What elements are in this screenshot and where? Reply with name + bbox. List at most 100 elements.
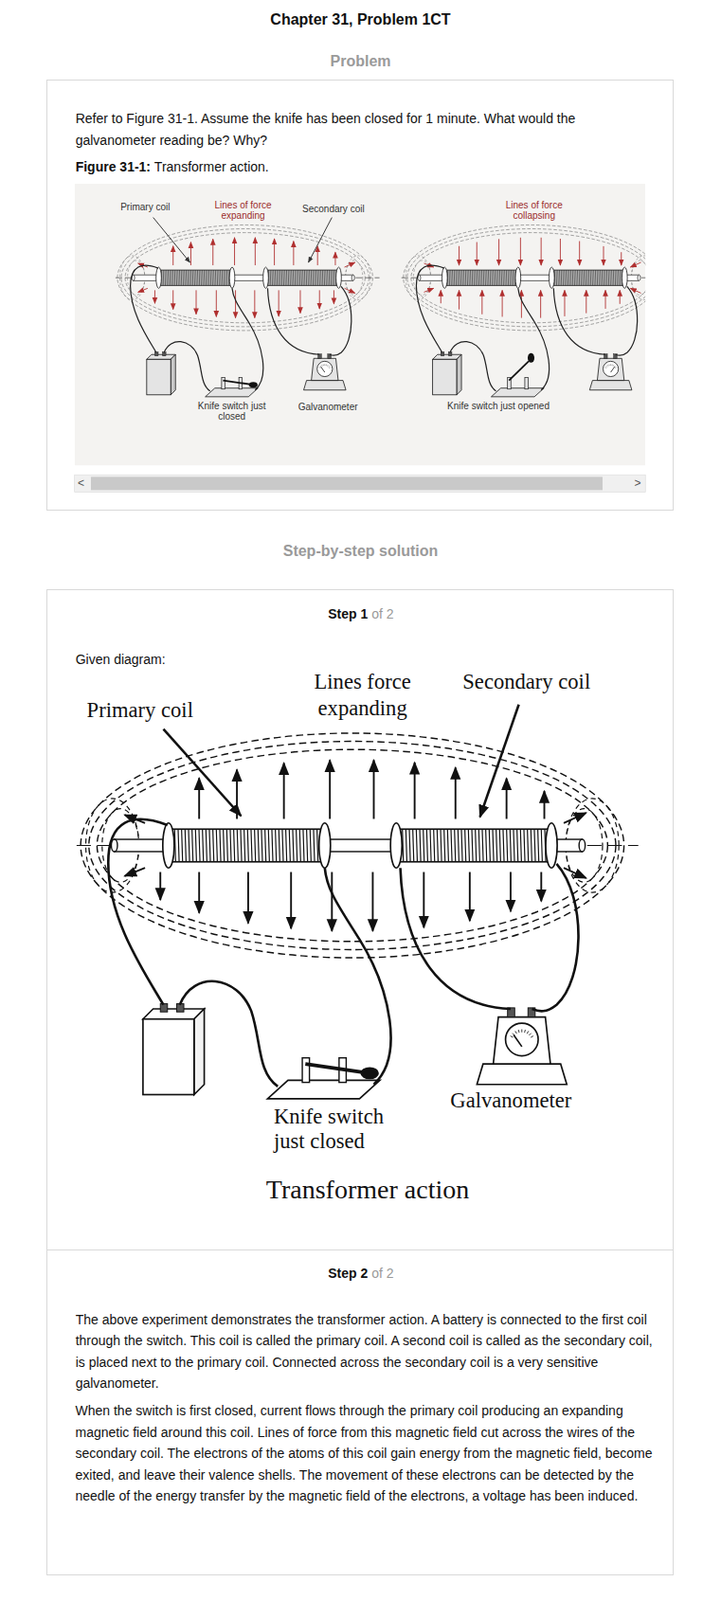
field-line xyxy=(121,229,369,327)
field-arrow xyxy=(502,289,504,317)
coil-winding xyxy=(306,270,309,286)
coil-flange xyxy=(548,267,555,289)
field-arrow xyxy=(334,252,336,266)
coil-winding xyxy=(216,829,217,862)
coil-winding xyxy=(328,270,331,286)
figure-label: Primary coil xyxy=(120,201,202,213)
coil-winding xyxy=(405,829,407,862)
coil-winding xyxy=(614,270,617,286)
coil-winding xyxy=(476,270,479,286)
coil-winding xyxy=(570,270,573,286)
battery-body xyxy=(146,359,171,395)
coil-winding xyxy=(188,270,191,286)
coil-winding xyxy=(496,270,499,286)
dial-tick xyxy=(607,364,610,366)
field-arrow xyxy=(498,238,500,266)
coil-flange xyxy=(621,267,628,289)
field-arrow xyxy=(509,872,512,913)
coil-winding xyxy=(572,270,575,286)
diagram-caption: Transformer action xyxy=(204,1174,532,1206)
coil-winding xyxy=(195,270,198,286)
rod-end xyxy=(351,274,355,281)
coil-winding xyxy=(324,270,326,286)
coil-winding xyxy=(478,829,480,862)
field-arrow xyxy=(138,288,148,292)
coil-flange xyxy=(390,823,402,868)
coil-winding xyxy=(560,270,563,286)
wire xyxy=(415,265,444,353)
dial-tick xyxy=(323,364,325,366)
coil-winding xyxy=(463,270,466,286)
coil-winding xyxy=(317,270,320,286)
scroll-arrow: < xyxy=(77,474,91,492)
field-arrow xyxy=(476,242,478,266)
coil-winding xyxy=(579,270,582,286)
coil-winding xyxy=(184,829,186,862)
coil-winding xyxy=(561,270,564,286)
leader-line xyxy=(308,217,333,263)
coil-winding xyxy=(576,270,579,286)
coil-winding xyxy=(309,829,311,862)
dial-tick xyxy=(521,1029,523,1033)
switch-handle xyxy=(527,353,535,363)
solution-panel: Step 2of 2The above experiment demonstra… xyxy=(46,1249,675,1576)
coil-winding xyxy=(304,270,307,286)
field-line xyxy=(117,224,374,330)
field-line xyxy=(96,749,608,942)
coil-winding xyxy=(288,829,290,862)
switch-post xyxy=(524,378,529,390)
coil-winding xyxy=(563,270,566,286)
coil-winding xyxy=(181,829,183,862)
dial-tick xyxy=(612,364,615,366)
battery-terminal xyxy=(440,352,445,357)
coil-winding xyxy=(297,270,300,286)
switch-blade xyxy=(305,1063,362,1073)
coil-winding xyxy=(504,270,506,286)
galvanometer-dial xyxy=(317,360,333,377)
coil-winding xyxy=(226,270,229,286)
coil-winding xyxy=(313,270,316,286)
coil-winding xyxy=(611,270,613,286)
field-arrow xyxy=(283,763,286,820)
field-line xyxy=(407,229,646,327)
field-arrow xyxy=(198,777,200,819)
field-arrow xyxy=(371,872,374,932)
rod-end xyxy=(637,274,641,281)
field-arrow xyxy=(540,872,542,902)
wire xyxy=(324,867,392,1085)
field-line xyxy=(125,233,365,324)
battery-side xyxy=(194,1009,205,1096)
field-arrow xyxy=(540,237,542,266)
wire xyxy=(518,288,550,390)
coil-winding xyxy=(308,270,311,286)
coil-winding xyxy=(608,270,611,286)
coil-winding xyxy=(322,270,325,286)
coil-winding xyxy=(270,270,272,286)
coil-winding xyxy=(556,270,559,286)
leader-line xyxy=(480,704,520,818)
figure-closed xyxy=(115,224,380,397)
body-text: Given diagram: xyxy=(75,648,166,671)
coil-winding xyxy=(299,270,302,286)
coil-winding xyxy=(167,270,170,286)
coil-winding xyxy=(450,829,452,862)
field-arrow xyxy=(585,289,587,313)
coil-winding xyxy=(456,270,459,286)
field-arrow xyxy=(172,289,174,309)
field-arrow xyxy=(317,246,319,266)
coil-winding xyxy=(244,829,246,862)
coil-flange xyxy=(229,267,235,289)
coil-winding xyxy=(315,270,318,286)
field-arrow xyxy=(543,791,546,819)
field-arrow xyxy=(630,288,641,293)
coil-winding xyxy=(612,270,615,286)
leader-line xyxy=(153,217,191,263)
field-arrow xyxy=(247,872,250,924)
galvanometer-base xyxy=(589,380,632,391)
battery-terminal xyxy=(154,352,159,357)
battery-side xyxy=(170,354,176,396)
coil-winding xyxy=(331,270,334,286)
galvanometer-needle xyxy=(513,1034,523,1046)
coil-winding xyxy=(482,829,484,862)
